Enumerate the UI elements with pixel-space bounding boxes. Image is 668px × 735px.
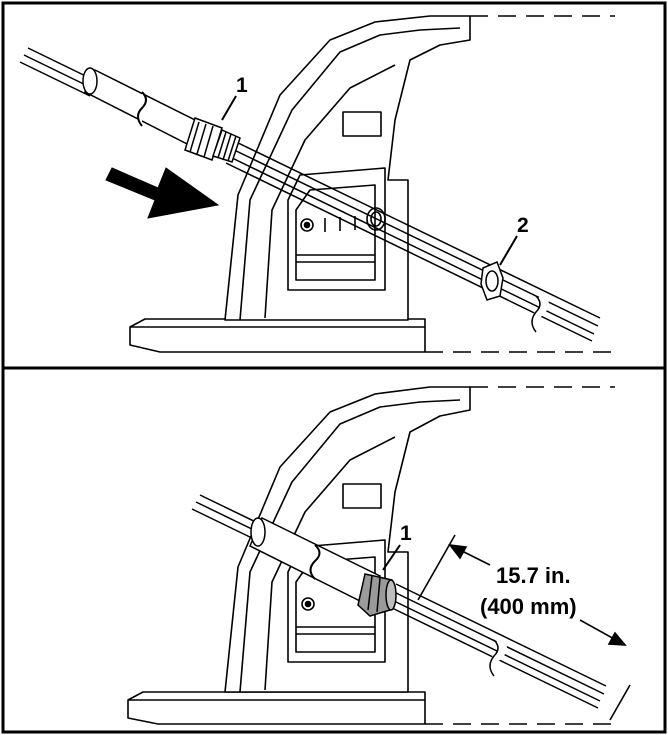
top-locknut xyxy=(480,261,504,301)
top-cable xyxy=(19,47,601,342)
top-callout-1: 1 xyxy=(221,74,248,121)
top-cable-gland xyxy=(184,117,241,163)
bottom-callout-1-label: 1 xyxy=(400,522,412,545)
bottom-cable-gland xyxy=(357,573,397,617)
dimension-metric-label: (400 mm) xyxy=(480,594,577,619)
top-mount-stand xyxy=(129,15,615,353)
dimension-imperial-label: 15.7 in. xyxy=(496,563,571,588)
top-callout-2-label: 2 xyxy=(517,214,529,237)
top-callout-1-label: 1 xyxy=(236,74,248,97)
insert-direction-arrow xyxy=(105,167,220,219)
bottom-panel: 1 15.7 in. (400 mm) xyxy=(127,386,631,725)
length-dimension xyxy=(417,534,631,721)
top-panel: 1 2 xyxy=(19,15,615,353)
bottom-callout-1: 1 xyxy=(382,522,412,571)
top-callout-2: 2 xyxy=(499,214,529,266)
